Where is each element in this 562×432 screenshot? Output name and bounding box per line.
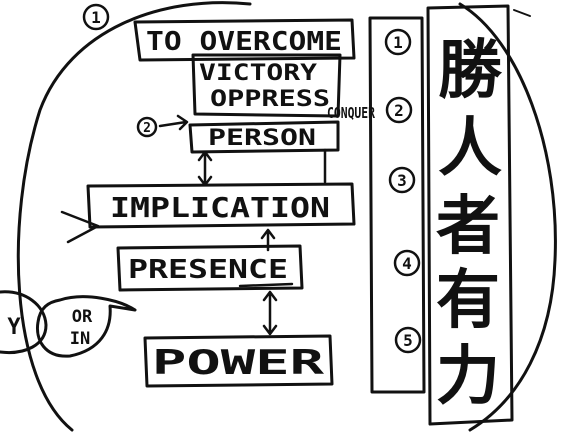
power-box <box>143 334 334 388</box>
circled-marker-1 <box>82 3 110 31</box>
person-label: PERSON <box>208 126 316 151</box>
person-box <box>188 120 340 154</box>
kanji-2: 人 <box>438 112 502 186</box>
corner-tick <box>513 9 531 17</box>
presence-box <box>116 244 304 292</box>
kanji-1: 勝 <box>438 34 503 108</box>
conquer-annotation: CONQUER <box>327 104 376 122</box>
connector-presence-power <box>262 290 278 336</box>
kanji-5: 力 <box>436 340 500 414</box>
circled-number-4 <box>393 249 421 277</box>
circled-number-5 <box>394 326 422 354</box>
circled-numbers: 1 2 3 4 5 <box>384 28 422 354</box>
outer-arc-right <box>458 2 557 432</box>
bubble-line-or: OR <box>72 307 93 327</box>
outer-arc <box>16 1 252 432</box>
kanji-characters: 勝 人 者 有 力 <box>436 34 503 414</box>
kanji-column-box <box>426 4 514 426</box>
presence-underline <box>238 282 294 288</box>
implication-label: IMPLICATION <box>110 191 330 224</box>
overcome-box <box>133 18 356 62</box>
bubble-line-in: IN <box>70 329 90 349</box>
number-4-text: 4 <box>402 254 412 273</box>
overcome-label: TO OVERCOME <box>146 27 342 57</box>
arrow-to-person <box>158 114 189 131</box>
victory-label: VICTORY <box>199 61 318 86</box>
circled-marker-2 <box>136 116 158 138</box>
presence-label: PRESENCE <box>128 255 288 285</box>
number-3-text: 3 <box>397 171 407 190</box>
number-column-box <box>368 16 426 394</box>
circled-number-2 <box>385 96 413 124</box>
power-label: POWER <box>152 343 325 383</box>
oppress-label: OPPRESS <box>210 87 330 112</box>
marker-1-text: 1 <box>91 8 101 27</box>
side-chevron <box>60 210 100 244</box>
circled-number-1 <box>384 28 412 56</box>
edge-bubble <box>0 290 48 355</box>
edge-fragment-text: Y <box>7 315 21 340</box>
or-in-bubble <box>35 295 137 358</box>
number-1-text: 1 <box>393 33 403 52</box>
number-2-text: 2 <box>394 101 404 120</box>
victory-box <box>191 53 342 118</box>
kanji-4: 有 <box>436 264 500 338</box>
implication-box <box>86 182 356 229</box>
circled-number-3 <box>388 166 416 194</box>
kanji-3: 者 <box>436 190 500 264</box>
connector-person-implication <box>197 148 327 187</box>
number-5-text: 5 <box>403 331 413 350</box>
marker-2-text: 2 <box>143 121 151 136</box>
